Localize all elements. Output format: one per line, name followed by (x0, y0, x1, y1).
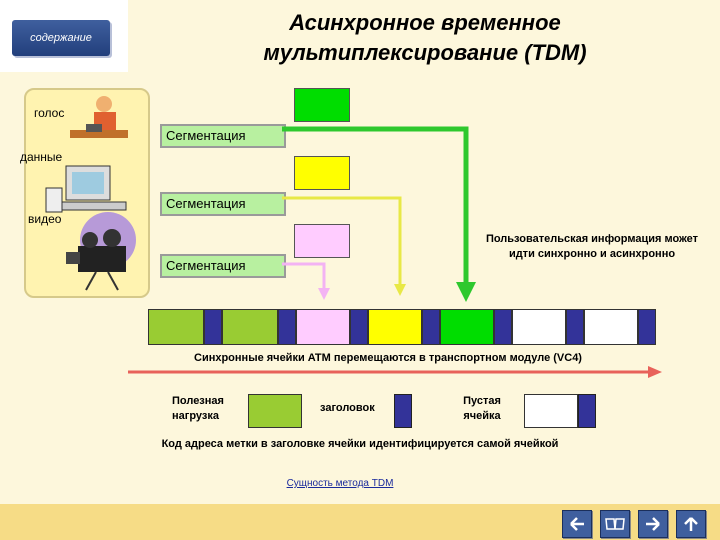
back-button[interactable] (562, 510, 592, 538)
cell-header (422, 309, 440, 345)
legend-empty-header-swatch (578, 394, 596, 428)
arrow-up-icon (684, 517, 698, 531)
legend-payload-swatch (248, 394, 302, 428)
segmentation-box-video: Сегментация (160, 254, 286, 278)
video-arrow (282, 262, 326, 290)
address-caption: Код адреса метки в заголовке ячейки иден… (161, 438, 559, 450)
office-clipart-icon (45, 96, 136, 291)
cell-video (296, 309, 350, 345)
legend-empty-swatch (524, 394, 578, 428)
arrow-left-icon (570, 517, 584, 531)
title-line-1: Асинхронное временное (289, 10, 561, 35)
title-line-2: мультиплексирование (TDM) (263, 40, 587, 65)
cell-voice (440, 309, 494, 345)
cell-empty (584, 309, 638, 345)
data-arrow (282, 196, 402, 288)
book-icon (605, 518, 625, 530)
voice-arrowhead (456, 282, 476, 302)
segmentation-box-data: Сегментация (160, 192, 286, 216)
arrow-right-icon (646, 517, 660, 531)
cell-empty (512, 309, 566, 345)
legend-header-swatch (394, 394, 412, 428)
cell-payload (222, 309, 278, 345)
cell-payload (148, 309, 204, 345)
transport-arrowhead (648, 366, 662, 378)
segmentation-box-voice: Сегментация (160, 124, 286, 148)
data-source-cell (294, 156, 350, 190)
video-label: видео (28, 212, 62, 226)
cell-header (494, 309, 512, 345)
video-source-cell (294, 224, 350, 258)
legend-empty-label: Пустая ячейка (463, 395, 501, 422)
page-title: Асинхронное временное мультиплексировани… (195, 8, 655, 68)
toc-button-area: содержание (0, 0, 128, 72)
data-label: данные (20, 150, 63, 164)
legend-header-label: заголовок (320, 402, 375, 414)
cell-header (204, 309, 222, 345)
voice-label: голос (34, 106, 65, 120)
voice-arrow (282, 126, 469, 286)
cell-header (278, 309, 296, 345)
video-arrowhead (318, 288, 330, 300)
sources-illustration (24, 88, 150, 298)
atm-cell-row (148, 309, 656, 345)
forward-button[interactable] (638, 510, 668, 538)
legend-payload-label: Полезная нагрузка (172, 395, 224, 422)
cells-caption: Синхронные ячейки ATM перемещаются в тра… (194, 352, 582, 364)
up-button[interactable] (676, 510, 706, 538)
contents-button[interactable]: содержание (12, 20, 110, 56)
user-info-text: Пользовательская информация может идти с… (485, 233, 699, 260)
tdm-essence-link[interactable]: Сущность метода TDM (286, 478, 394, 489)
contents-nav-button[interactable] (600, 510, 630, 538)
cell-header (566, 309, 584, 345)
cell-header (350, 309, 368, 345)
data-arrowhead (394, 284, 406, 296)
cell-data (368, 309, 422, 345)
contents-button-label: содержание (30, 32, 92, 44)
cell-header (638, 309, 656, 345)
voice-source-cell (294, 88, 350, 122)
